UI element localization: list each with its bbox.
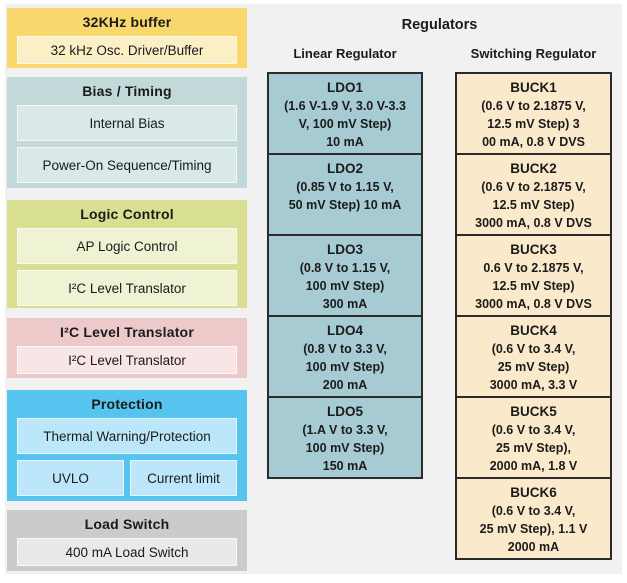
reg-block-buck3: BUCK3 0.6 V to 2.1875 V, 12.5 mV Step) 3…	[455, 234, 612, 317]
item-400ma-load-switch: 400 mA Load Switch	[17, 538, 237, 566]
linear-regulator-header: Linear Regulator	[293, 46, 397, 61]
reg-line: 00 mA, 0.8 V DVS	[482, 135, 585, 149]
reg-line: 150 mA	[322, 459, 368, 473]
reg-block-buck6: BUCK6 (0.6 V to 3.4 V, 25 mV Step), 1.1 …	[455, 477, 612, 560]
reg-name: LDO1	[326, 80, 363, 95]
reg-line: 200 mA	[322, 378, 368, 392]
item-ap-logic-control: AP Logic Control	[17, 228, 237, 264]
reg-line: 12.5 mV Step)	[492, 198, 575, 212]
reg-name: BUCK3	[510, 242, 557, 257]
reg-line: 100 mV Step)	[305, 441, 385, 455]
reg-line: (0.6 V to 2.1875 V,	[481, 99, 586, 113]
switching-regulator-header: Switching Regulator	[470, 46, 597, 61]
reg-block-buck1: BUCK1 (0.6 V to 2.1875 V, 12.5 mV Step) …	[455, 72, 612, 155]
reg-block-ldo1: LDO1 (1.6 V-1.9 V, 3.0 V-3.3 V, 100 mV S…	[267, 72, 423, 155]
reg-name: BUCK2	[510, 161, 557, 176]
reg-line: 2000 mA	[507, 540, 560, 554]
block-i2c-level-translator: I²C Level Translator I²C Level Translato…	[7, 318, 247, 378]
reg-line: (0.6 V to 2.1875 V,	[481, 180, 586, 194]
block-32khz-buffer: 32KHz buffer 32 kHz Osc. Driver/Buffer	[7, 8, 247, 68]
reg-line: (0.8 V to 3.3 V,	[303, 342, 387, 356]
item-internal-bias: Internal Bias	[17, 105, 237, 141]
block-logic-control: Logic Control AP Logic Control I²C Level…	[7, 200, 247, 308]
block-protection: Protection Thermal Warning/Protection UV…	[7, 390, 247, 501]
reg-line: 100 mV Step)	[305, 279, 385, 293]
item-i2c-level-translator-inner: I²C Level Translator	[17, 346, 237, 374]
reg-block-ldo3: LDO3 (0.8 V to 1.15 V, 100 mV Step) 300 …	[267, 234, 423, 317]
reg-block-buck2: BUCK2 (0.6 V to 2.1875 V, 12.5 mV Step) …	[455, 153, 612, 236]
item-power-on-sequence: Power-On Sequence/Timing	[17, 147, 237, 183]
reg-block-buck4: BUCK4 (0.6 V to 3.4 V, 25 mV Step) 3000 …	[455, 315, 612, 398]
reg-name: LDO5	[326, 404, 363, 419]
item-i2c-level-translator: I²C Level Translator	[17, 270, 237, 306]
item-thermal-warning: Thermal Warning/Protection	[17, 418, 237, 454]
reg-line: (1.6 V-1.9 V, 3.0 V-3.3	[284, 99, 406, 113]
reg-name: BUCK4	[510, 323, 557, 338]
reg-line: 12.5 mV Step) 3	[487, 117, 580, 131]
reg-block-ldo5: LDO5 (1.A V to 3.3 V, 100 mV Step) 150 m…	[267, 396, 423, 479]
block-title-bias-timing: Bias / Timing	[82, 83, 172, 99]
reg-line: 300 mA	[322, 297, 368, 311]
reg-name: BUCK6	[510, 485, 557, 500]
protection-split-row: UVLO Current limit	[17, 460, 237, 496]
reg-block-buck5: BUCK5 (0.6 V to 3.4 V, 25 mV Step), 2000…	[455, 396, 612, 479]
block-load-switch: Load Switch 400 mA Load Switch	[7, 510, 247, 571]
regulators-heading: Regulators	[401, 17, 478, 33]
reg-line: 10 mA	[326, 135, 364, 149]
reg-line: 0.6 V to 2.1875 V,	[483, 261, 584, 275]
item-osc-driver-buffer: 32 kHz Osc. Driver/Buffer	[17, 36, 237, 64]
reg-line: (1.A V to 3.3 V,	[302, 423, 388, 437]
reg-line: 3000 mA, 3.3 V	[489, 378, 578, 392]
item-current-limit: Current limit	[130, 460, 237, 496]
reg-name: LDO2	[326, 161, 363, 176]
reg-block-ldo4: LDO4 (0.8 V to 3.3 V, 100 mV Step) 200 m…	[267, 315, 423, 398]
reg-line: 3000 mA, 0.8 V DVS	[475, 216, 592, 230]
block-bias-timing: Bias / Timing Internal Bias Power-On Seq…	[7, 77, 247, 188]
reg-line: 100 mV Step)	[305, 360, 385, 374]
block-title-protection: Protection	[91, 396, 163, 412]
linear-regulator-column: LDO1 (1.6 V-1.9 V, 3.0 V-3.3 V, 100 mV S…	[267, 72, 423, 479]
reg-line: 50 mV Step) 10 mA	[288, 198, 402, 212]
reg-line: 2000 mA, 1.8 V	[489, 459, 578, 473]
block-title-logic-control: Logic Control	[80, 206, 174, 222]
reg-line: 25 mV Step)	[497, 360, 570, 374]
block-title-i2c-level-translator: I²C Level Translator	[60, 324, 194, 340]
item-uvlo: UVLO	[17, 460, 124, 496]
reg-name: LDO3	[326, 242, 363, 257]
reg-line: (0.6 V to 3.4 V,	[491, 342, 576, 356]
block-title-32khz-buffer: 32KHz buffer	[82, 14, 172, 30]
reg-line: 25 mV Step),	[495, 441, 572, 455]
reg-line: (0.85 V to 1.15 V,	[296, 180, 394, 194]
reg-name: BUCK5	[510, 404, 557, 419]
switching-regulator-column: BUCK1 (0.6 V to 2.1875 V, 12.5 mV Step) …	[455, 72, 612, 560]
reg-name: BUCK1	[510, 80, 557, 95]
block-title-load-switch: Load Switch	[84, 516, 170, 532]
reg-line: (0.6 V to 3.4 V,	[491, 423, 576, 437]
reg-line: 25 mV Step), 1.1 V	[479, 522, 588, 536]
reg-line: (0.6 V to 3.4 V,	[491, 504, 576, 518]
reg-name: LDO4	[326, 323, 363, 338]
reg-line: 3000 mA, 0.8 V DVS	[475, 297, 592, 311]
reg-line: V, 100 mV Step)	[298, 117, 392, 131]
reg-line: 12.5 mV Step)	[492, 279, 575, 293]
reg-block-ldo2: LDO2 (0.85 V to 1.15 V, 50 mV Step) 10 m…	[267, 153, 423, 236]
reg-line: (0.8 V to 1.15 V,	[299, 261, 391, 275]
